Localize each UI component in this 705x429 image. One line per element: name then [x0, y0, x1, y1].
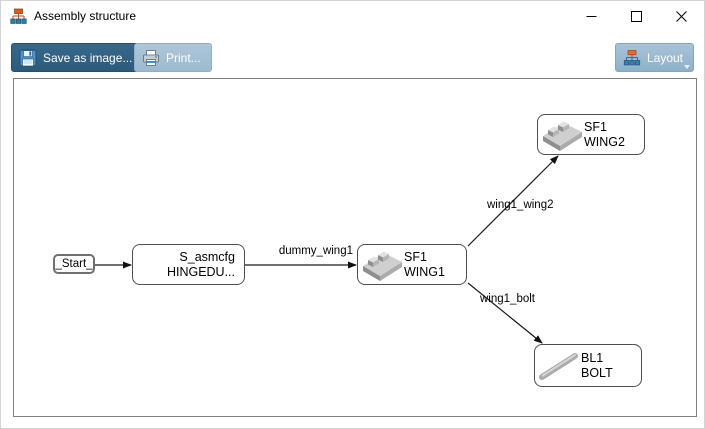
save-as-image-button[interactable]: Save as image... — [11, 43, 144, 72]
diagram-canvas[interactable]: _Start_ S_asmcfg HINGEDU... — [13, 78, 697, 417]
assembly-tree-icon — [10, 8, 27, 25]
node-wing1-line2: WING1 — [404, 264, 445, 279]
node-asmcfg-line1: S_asmcfg — [179, 249, 235, 264]
edge-label-dummy-wing1: dummy_wing1 — [278, 245, 353, 257]
layout-button[interactable]: Layout — [614, 43, 694, 72]
node-bolt-line1: BL1 — [581, 350, 604, 365]
floppy-disk-icon — [19, 49, 37, 67]
maximize-button[interactable] — [614, 1, 659, 31]
minimize-icon — [586, 15, 597, 17]
printer-icon — [142, 49, 160, 67]
node-wing2-line2: WING2 — [584, 134, 625, 149]
print-button[interactable]: Print... — [134, 43, 212, 72]
layout-tree-icon — [623, 49, 641, 67]
edge-label-wing1-bolt: wing1_bolt — [480, 293, 535, 305]
edge-wing1-wing2 — [467, 155, 559, 247]
close-button[interactable] — [659, 1, 704, 31]
title-bar: Assembly structure — [1, 1, 704, 31]
node-wing2-label: SF1 WING2 — [584, 120, 625, 150]
maximize-icon — [631, 10, 642, 22]
node-start-label: _Start_ — [55, 258, 93, 270]
window-title: Assembly structure — [34, 9, 137, 23]
node-asmcfg-label: S_asmcfg HINGEDU... — [167, 250, 235, 280]
node-asmcfg-line2: HINGEDU... — [166, 264, 235, 279]
close-icon — [676, 10, 687, 22]
bolt-part-icon — [537, 347, 581, 385]
diagram-edges — [95, 155, 559, 344]
edge-label-wing1-wing2: wing1_wing2 — [487, 199, 554, 211]
node-wing1-line1: SF1 — [404, 249, 427, 264]
toolbar: Save as image... Print... — [1, 31, 704, 78]
wing-part-icon — [360, 246, 404, 284]
edge-wing1-bolt — [467, 282, 543, 344]
node-asmcfg[interactable]: S_asmcfg HINGEDU... — [132, 244, 245, 285]
node-bolt-line2: BOLT — [581, 365, 613, 380]
node-wing1-label: SF1 WING1 — [404, 250, 445, 280]
save-as-image-label: Save as image... — [43, 50, 133, 65]
node-start[interactable]: _Start_ — [53, 254, 95, 274]
layout-label: Layout — [646, 50, 683, 65]
node-bolt-label: BL1 BOLT — [581, 351, 613, 381]
node-bolt[interactable]: BL1 BOLT — [534, 344, 642, 387]
minimize-button[interactable] — [569, 1, 614, 31]
node-wing2[interactable]: SF1 WING2 — [537, 114, 645, 155]
wing-part-icon — [540, 116, 584, 154]
caption-buttons — [569, 1, 704, 31]
node-wing1[interactable]: SF1 WING1 — [357, 244, 467, 285]
node-wing2-line1: SF1 — [584, 119, 607, 134]
print-label: Print... — [166, 50, 201, 65]
dropdown-arrow-icon — [684, 65, 690, 69]
